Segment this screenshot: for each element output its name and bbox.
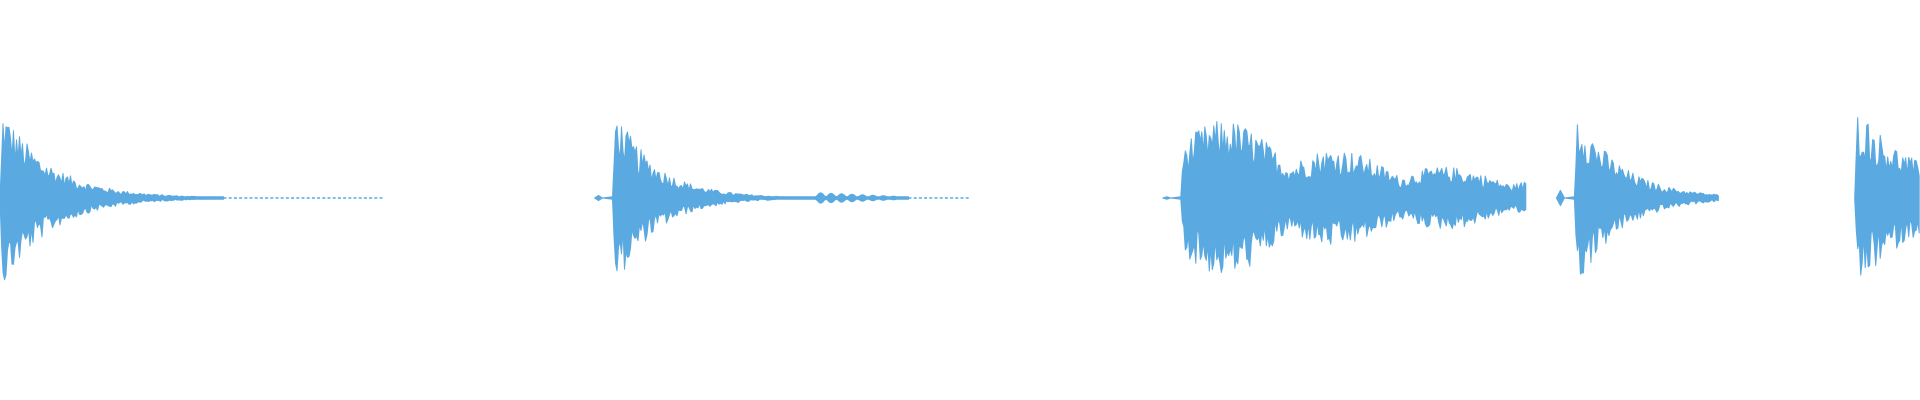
waveform-segment-hit-1	[0, 123, 384, 281]
waveform-segment-hit-2	[594, 125, 970, 272]
waveform-envelope	[1162, 121, 1527, 273]
waveform-segments	[0, 117, 1920, 281]
waveform-segment-hit-3	[1162, 121, 1527, 273]
waveform-envelope	[0, 123, 224, 281]
waveform-envelope	[1854, 117, 1920, 276]
waveform-envelope	[594, 125, 909, 272]
waveform-segment-hit-4	[1555, 124, 1719, 275]
waveform-envelope	[1555, 124, 1719, 275]
waveform-segment-hit-5	[1854, 117, 1920, 276]
